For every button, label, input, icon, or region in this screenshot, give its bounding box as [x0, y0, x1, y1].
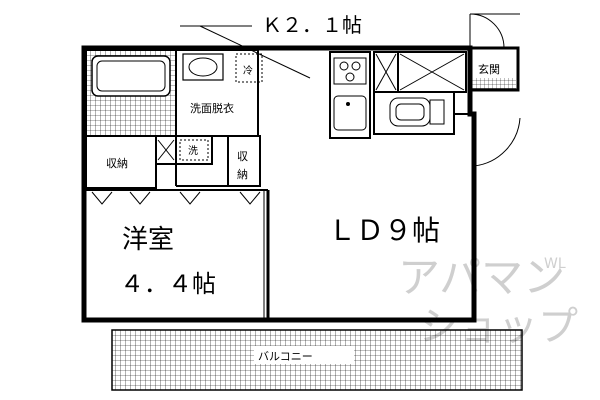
western-room-label: 洋室 — [122, 225, 174, 255]
refrigerator-label: 冷 — [243, 64, 253, 77]
watermark: アパマン ショップ WL — [398, 253, 578, 350]
western-room: 洋室 ４．４帖 — [86, 189, 270, 320]
storage-left-label: 収納 — [106, 157, 128, 170]
entrance: 玄関 — [468, 13, 521, 167]
bathroom — [85, 49, 177, 137]
storage-area: 洗 収納 収 納 — [85, 135, 261, 189]
kitchen — [329, 51, 467, 139]
washer-label: 洗 — [188, 145, 198, 157]
washroom: 冷 洗面脱衣 — [175, 49, 263, 137]
storage-right-label-1: 収 — [237, 150, 248, 163]
living-dining-label: ＬＤ９帖 — [328, 214, 440, 247]
washroom-label: 洗面脱衣 — [190, 101, 234, 115]
storage-right-label-2: 納 — [237, 168, 248, 181]
toilet — [373, 91, 474, 135]
balcony: バルコニー — [111, 329, 523, 391]
balcony-label: バルコニー — [258, 350, 313, 363]
kitchen-label: Ｋ２．１帖 — [262, 13, 362, 37]
kitchen-label-group: Ｋ２．１帖 — [180, 13, 362, 79]
watermark-line1: アパマン — [398, 253, 565, 302]
watermark-small: WL — [544, 256, 566, 272]
western-room-size: ４．４帖 — [120, 270, 216, 298]
entrance-label: 玄関 — [478, 62, 500, 76]
